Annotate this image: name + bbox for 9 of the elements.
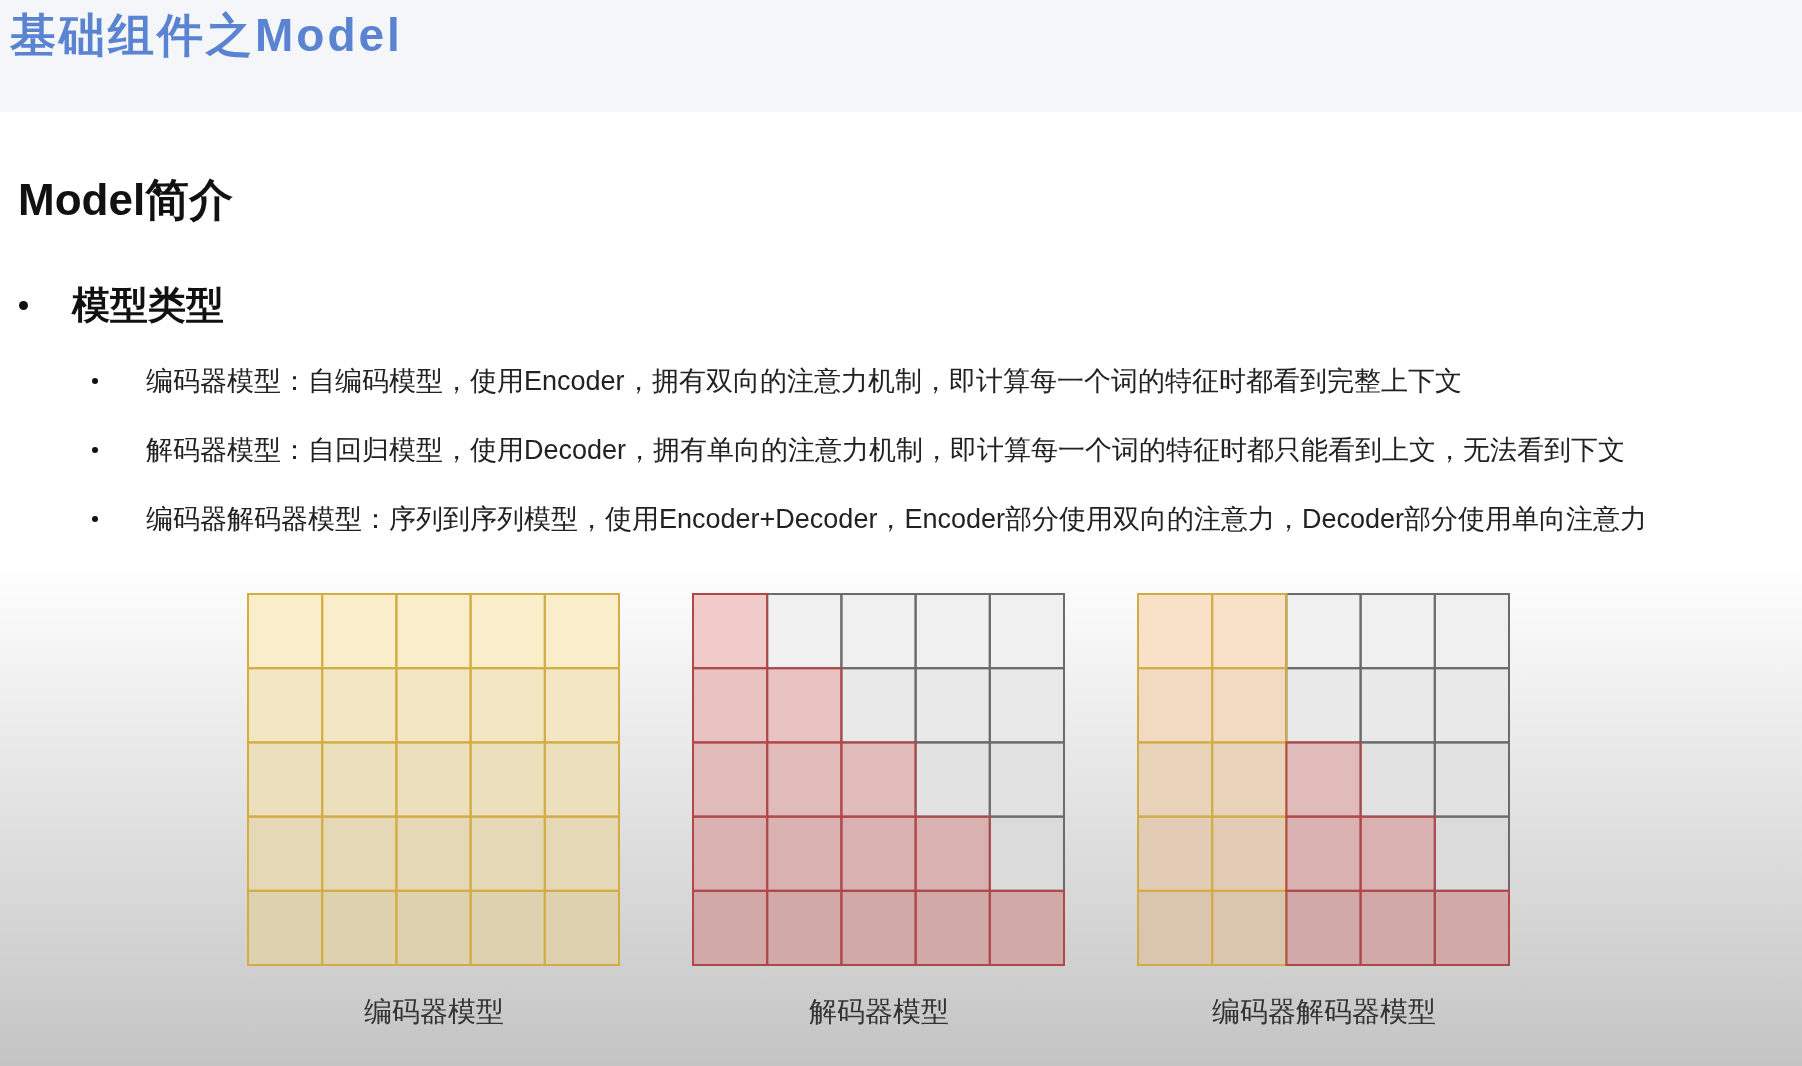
grid-caption: 编码器解码器模型 [1212,995,1436,1029]
section-heading: Model简介 [18,173,234,226]
bullet-heading: 模型类型 [72,282,224,328]
bullet-text: 编码器解码器模型：序列到序列模型，使用Encoder+Decoder，Encoder部分使用双向的注意力，Decoder部分使用单向注意力 [146,502,1647,536]
bullet-text: 编码器模型：自编码模型，使用Encoder，拥有双向的注意力机制，即计算每一个词的特征时都看到完整上下文 [146,364,1462,398]
bullet-text: 解码器模型：自回归模型，使用Decoder，拥有单向的注意力机制，即计算每一个词的特征时都只能看到上文，无法看到下文 [146,433,1626,467]
slide-title: 基础组件之Model [10,8,403,62]
grid-caption: 编码器模型 [364,995,504,1029]
grid-caption: 解码器模型 [809,995,949,1029]
